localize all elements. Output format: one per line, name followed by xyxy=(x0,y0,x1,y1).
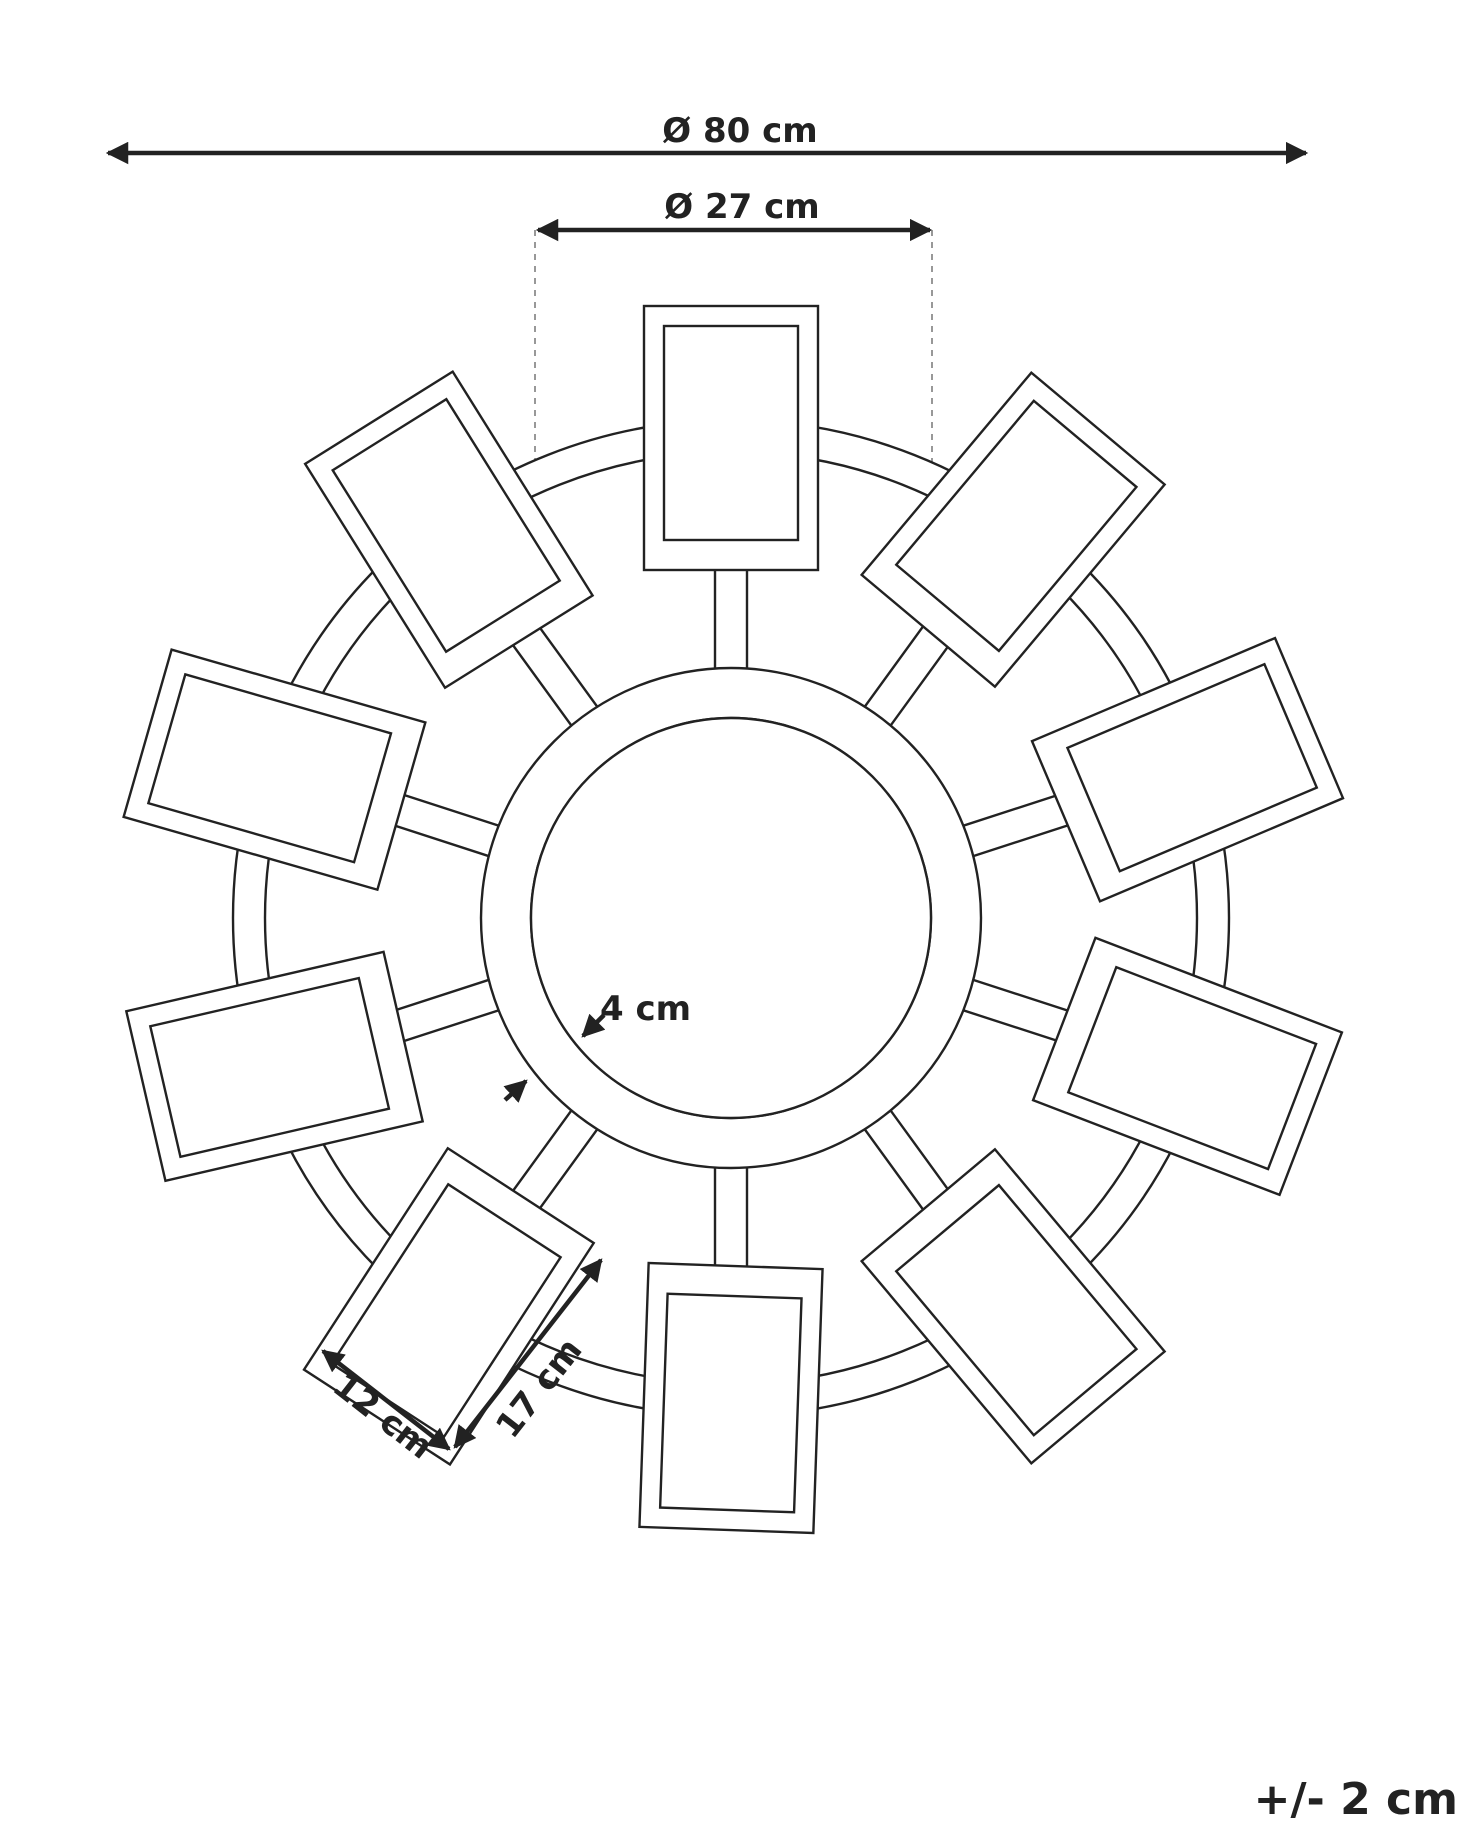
photo-frame xyxy=(303,369,595,690)
photo-frame xyxy=(638,1261,824,1535)
photo-window xyxy=(894,1183,1139,1437)
photo-window xyxy=(331,397,562,654)
photo-frame xyxy=(642,304,820,572)
ring-width-arrow-inner xyxy=(503,1079,528,1103)
photo-window xyxy=(662,324,800,542)
frame-height-dimension-line xyxy=(453,1258,603,1449)
photo-frame xyxy=(859,1147,1167,1466)
tolerance-label: +/- 2 cm xyxy=(1254,1774,1458,1825)
frame-layer xyxy=(122,304,1345,1535)
frame-width-dimension-line xyxy=(321,1349,451,1451)
photo-window xyxy=(658,1292,803,1514)
mirror-diameter-label: Ø 27 cm xyxy=(664,187,819,227)
photo-frame xyxy=(124,950,425,1183)
ring-width-label: 4 cm xyxy=(600,989,691,1029)
photo-frame xyxy=(1031,936,1344,1197)
photo-frame xyxy=(859,370,1167,689)
mirror-face xyxy=(529,716,933,1120)
photo-window xyxy=(1065,662,1319,873)
photo-window xyxy=(1066,965,1318,1171)
photo-window xyxy=(148,976,391,1159)
ring-width-arrow-outer xyxy=(581,1013,606,1038)
photo-window xyxy=(146,672,393,864)
outer-diameter-label: Ø 80 cm xyxy=(662,111,817,151)
photo-frame xyxy=(1030,636,1345,903)
photo-frame xyxy=(122,648,427,892)
photo-window xyxy=(894,399,1139,653)
